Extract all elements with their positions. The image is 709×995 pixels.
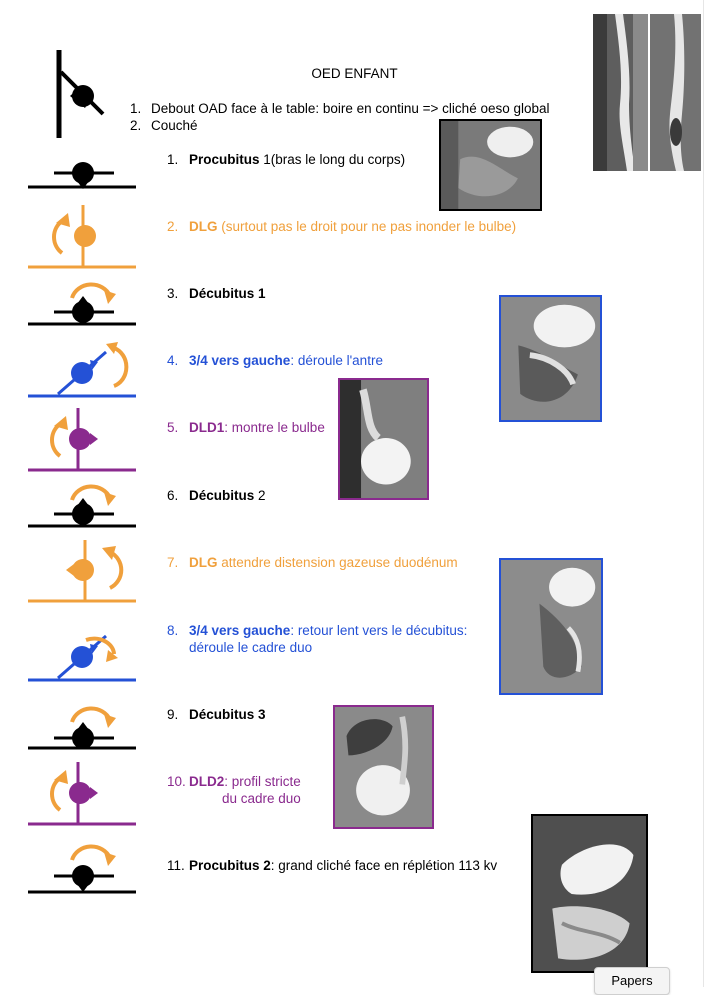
three-quarter-left-icon [28,634,136,682]
xray-three-quarter-image-2 [499,558,603,695]
step-3: 3.Décubitus 1 [167,286,266,301]
step-2: 2.DLG (surtout pas le droit pour ne pas … [167,219,517,234]
xray-three-quarter-image-1 [499,295,602,422]
procubitus-icon [28,844,136,894]
step-9: 9.Décubitus 3 [167,707,266,722]
xray-oesophagus-image-1 [593,14,648,171]
step-7: 7.DLG attendre distension gazeuse duodén… [167,555,458,570]
xray-oesophagus-image-2 [650,14,701,171]
decubitus-icon [28,282,136,326]
intro-item-1: 1.Debout OAD face à le table: boire en c… [130,101,550,116]
decubitus-icon [28,706,136,750]
left-lateral-decubitus-icon [28,205,136,269]
step-6: 6.Décubitus 2 [167,488,266,503]
step-8: 8.3/4 vers gauche: retour lent vers le d… [167,623,468,655]
xray-dld1-image [338,378,429,500]
xray-dld2-image [333,705,434,829]
decubitus-icon [28,484,136,528]
step-11: 11.Procubitus 2: grand cliché face en ré… [167,858,498,873]
standing-position-icon [56,50,105,138]
xray-procubitus-image [439,119,542,211]
right-lateral-decubitus-icon [28,408,136,472]
three-quarter-left-icon [28,342,136,398]
step-10: 10.DLD2: profil stricte du cadre duo [167,774,301,806]
papers-button[interactable]: Papers [594,967,670,995]
intro-item-2: 2.Couché [130,118,198,133]
step-4: 4.3/4 vers gauche: déroule l'antre [167,353,383,368]
step-5: 5.DLD1: montre le bulbe [167,420,325,435]
step-1: 1.Procubitus 1(bras le long du corps) [167,152,406,167]
xray-procubitus-2-image [531,814,648,973]
page-edge-line [703,0,704,987]
page-title: OED ENFANT [311,66,398,81]
left-lateral-decubitus-icon [28,540,136,603]
right-lateral-decubitus-icon [28,762,136,826]
procubitus-icon [28,162,136,189]
